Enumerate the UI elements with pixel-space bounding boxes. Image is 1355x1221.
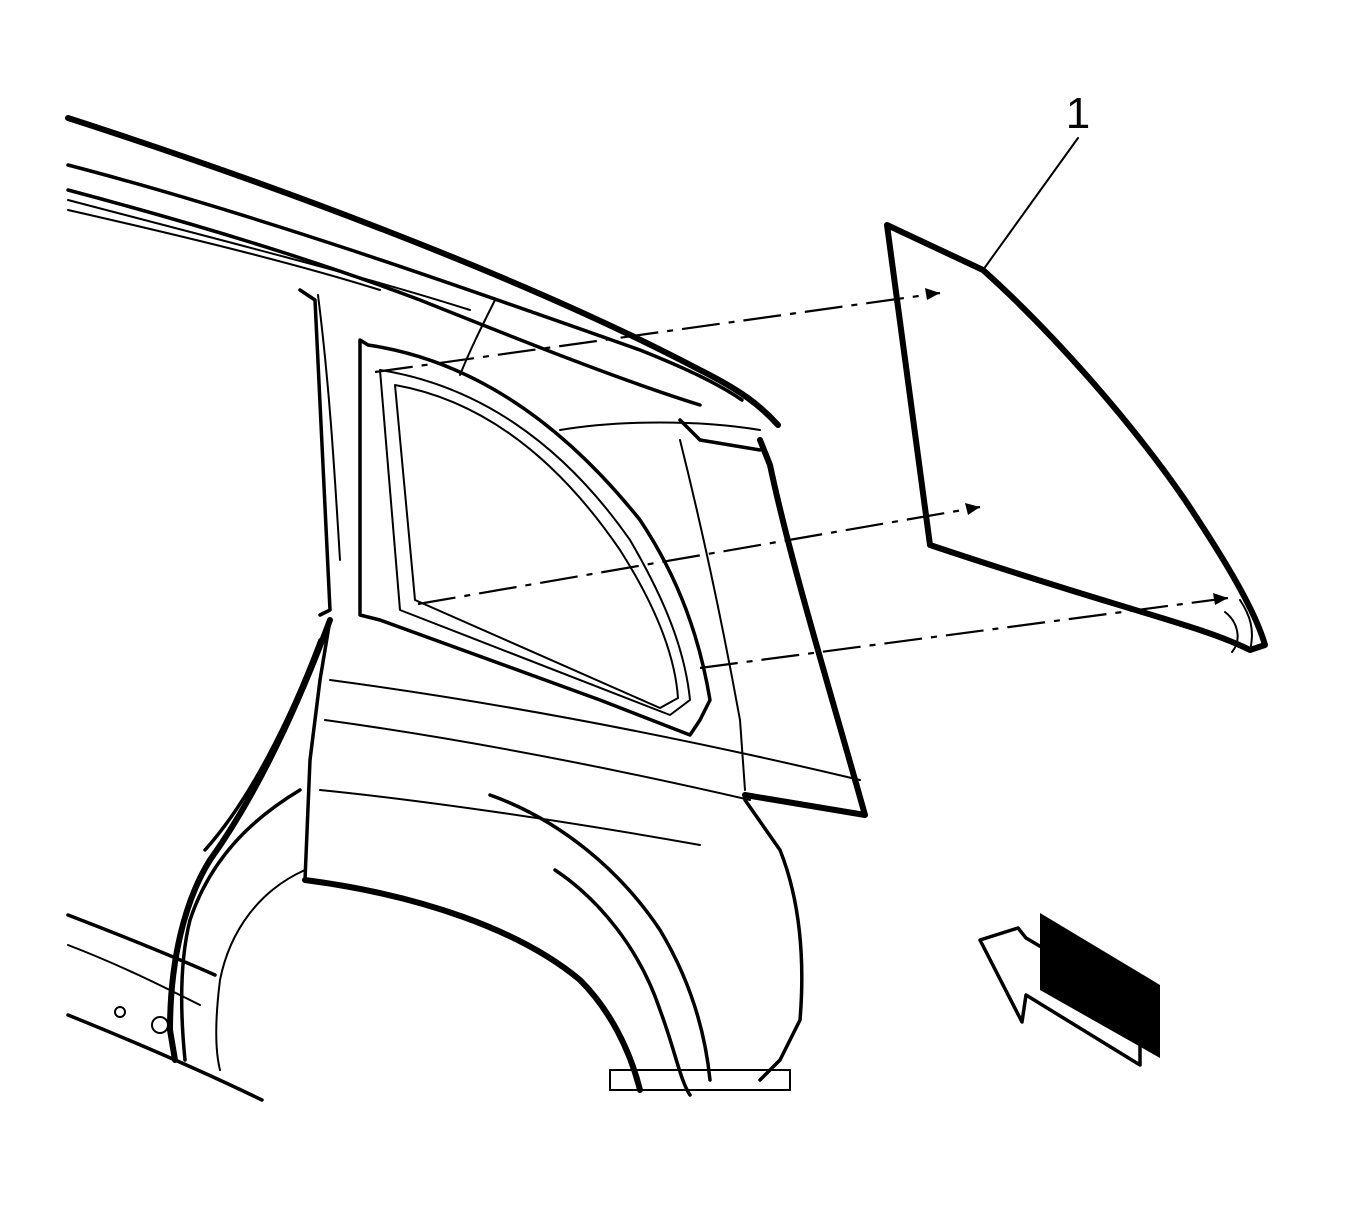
view-direction-arrow-icon	[978, 913, 1160, 1067]
vehicle-body-quarter-panel	[65, 115, 868, 1102]
callout-label: 1	[1066, 89, 1090, 138]
quarter-window-glass	[884, 222, 1268, 653]
callout-1: 1	[982, 89, 1090, 271]
callout-leader-line	[982, 137, 1079, 271]
alignment-lines	[374, 288, 1229, 670]
